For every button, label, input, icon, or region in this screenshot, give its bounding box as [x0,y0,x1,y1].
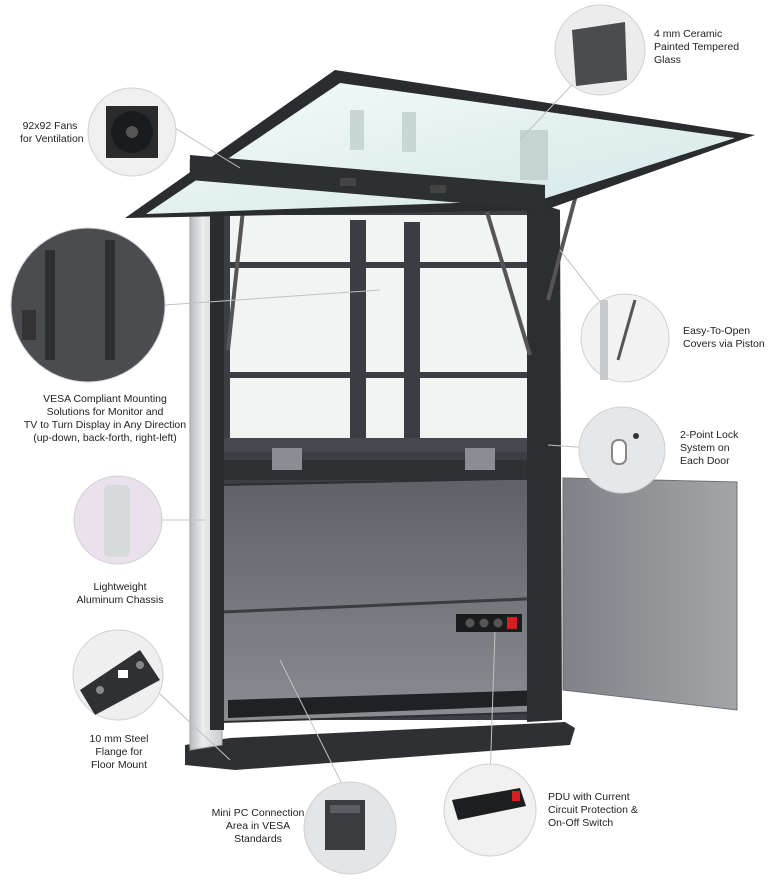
flange-label: 10 mm Steel Flange for Floor Mount [89,733,149,771]
fans-label: 92x92 Fans for Ventilation [20,120,84,145]
side-door [562,477,738,711]
fan-callout-circle [87,87,177,177]
glass-cover [125,70,755,218]
chassis-label: Lightweight Aluminum Chassis [76,581,164,606]
vesa-callout-circle [10,227,166,383]
lock-label: 2-Point Lock System on Each Door [680,429,739,467]
pdu-label: PDU with Current Circuit Protection & On… [548,791,638,829]
pdu-callout-circle [443,763,537,857]
vesa-label: VESA Compliant Mounting Solutions for Mo… [23,393,187,444]
glass-callout-circle [554,4,646,96]
piston-label: Easy-To-Open Covers via Piston [683,325,765,350]
minipc-label: Mini PC Connection Area in VESA Standard… [211,807,305,845]
minipc-callout-circle [303,781,397,875]
chassis-callout-circle [73,475,163,565]
lock-callout-circle [578,406,666,494]
pdu-strip [456,614,522,632]
flange-callout-circle [72,629,164,721]
glass-label: 4 mm Ceramic Painted Tempered Glass [654,28,740,66]
cabinet-body [185,159,575,770]
piston-callout-circle [580,293,670,383]
